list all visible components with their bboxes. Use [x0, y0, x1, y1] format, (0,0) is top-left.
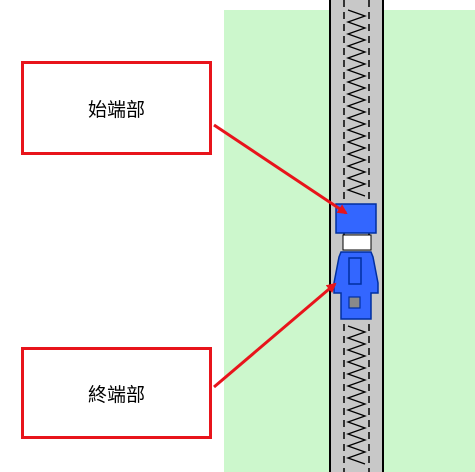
start-label: 始端部 [87, 98, 145, 121]
paver-screed-icon [335, 203, 377, 251]
start-label-box: 始端部 [21, 61, 212, 155]
end-label: 終端部 [87, 383, 145, 406]
start-arrow [213, 123, 348, 215]
end-arrow [213, 282, 337, 389]
end-label-box: 終端部 [21, 347, 212, 439]
zigzag-bottom [346, 325, 367, 465]
paver-machine-icon [333, 251, 379, 320]
paver-cab [348, 257, 362, 285]
screed-block [335, 203, 377, 234]
zigzag-top [346, 9, 367, 197]
screed-gap [342, 234, 372, 251]
paver-seat [348, 296, 361, 309]
